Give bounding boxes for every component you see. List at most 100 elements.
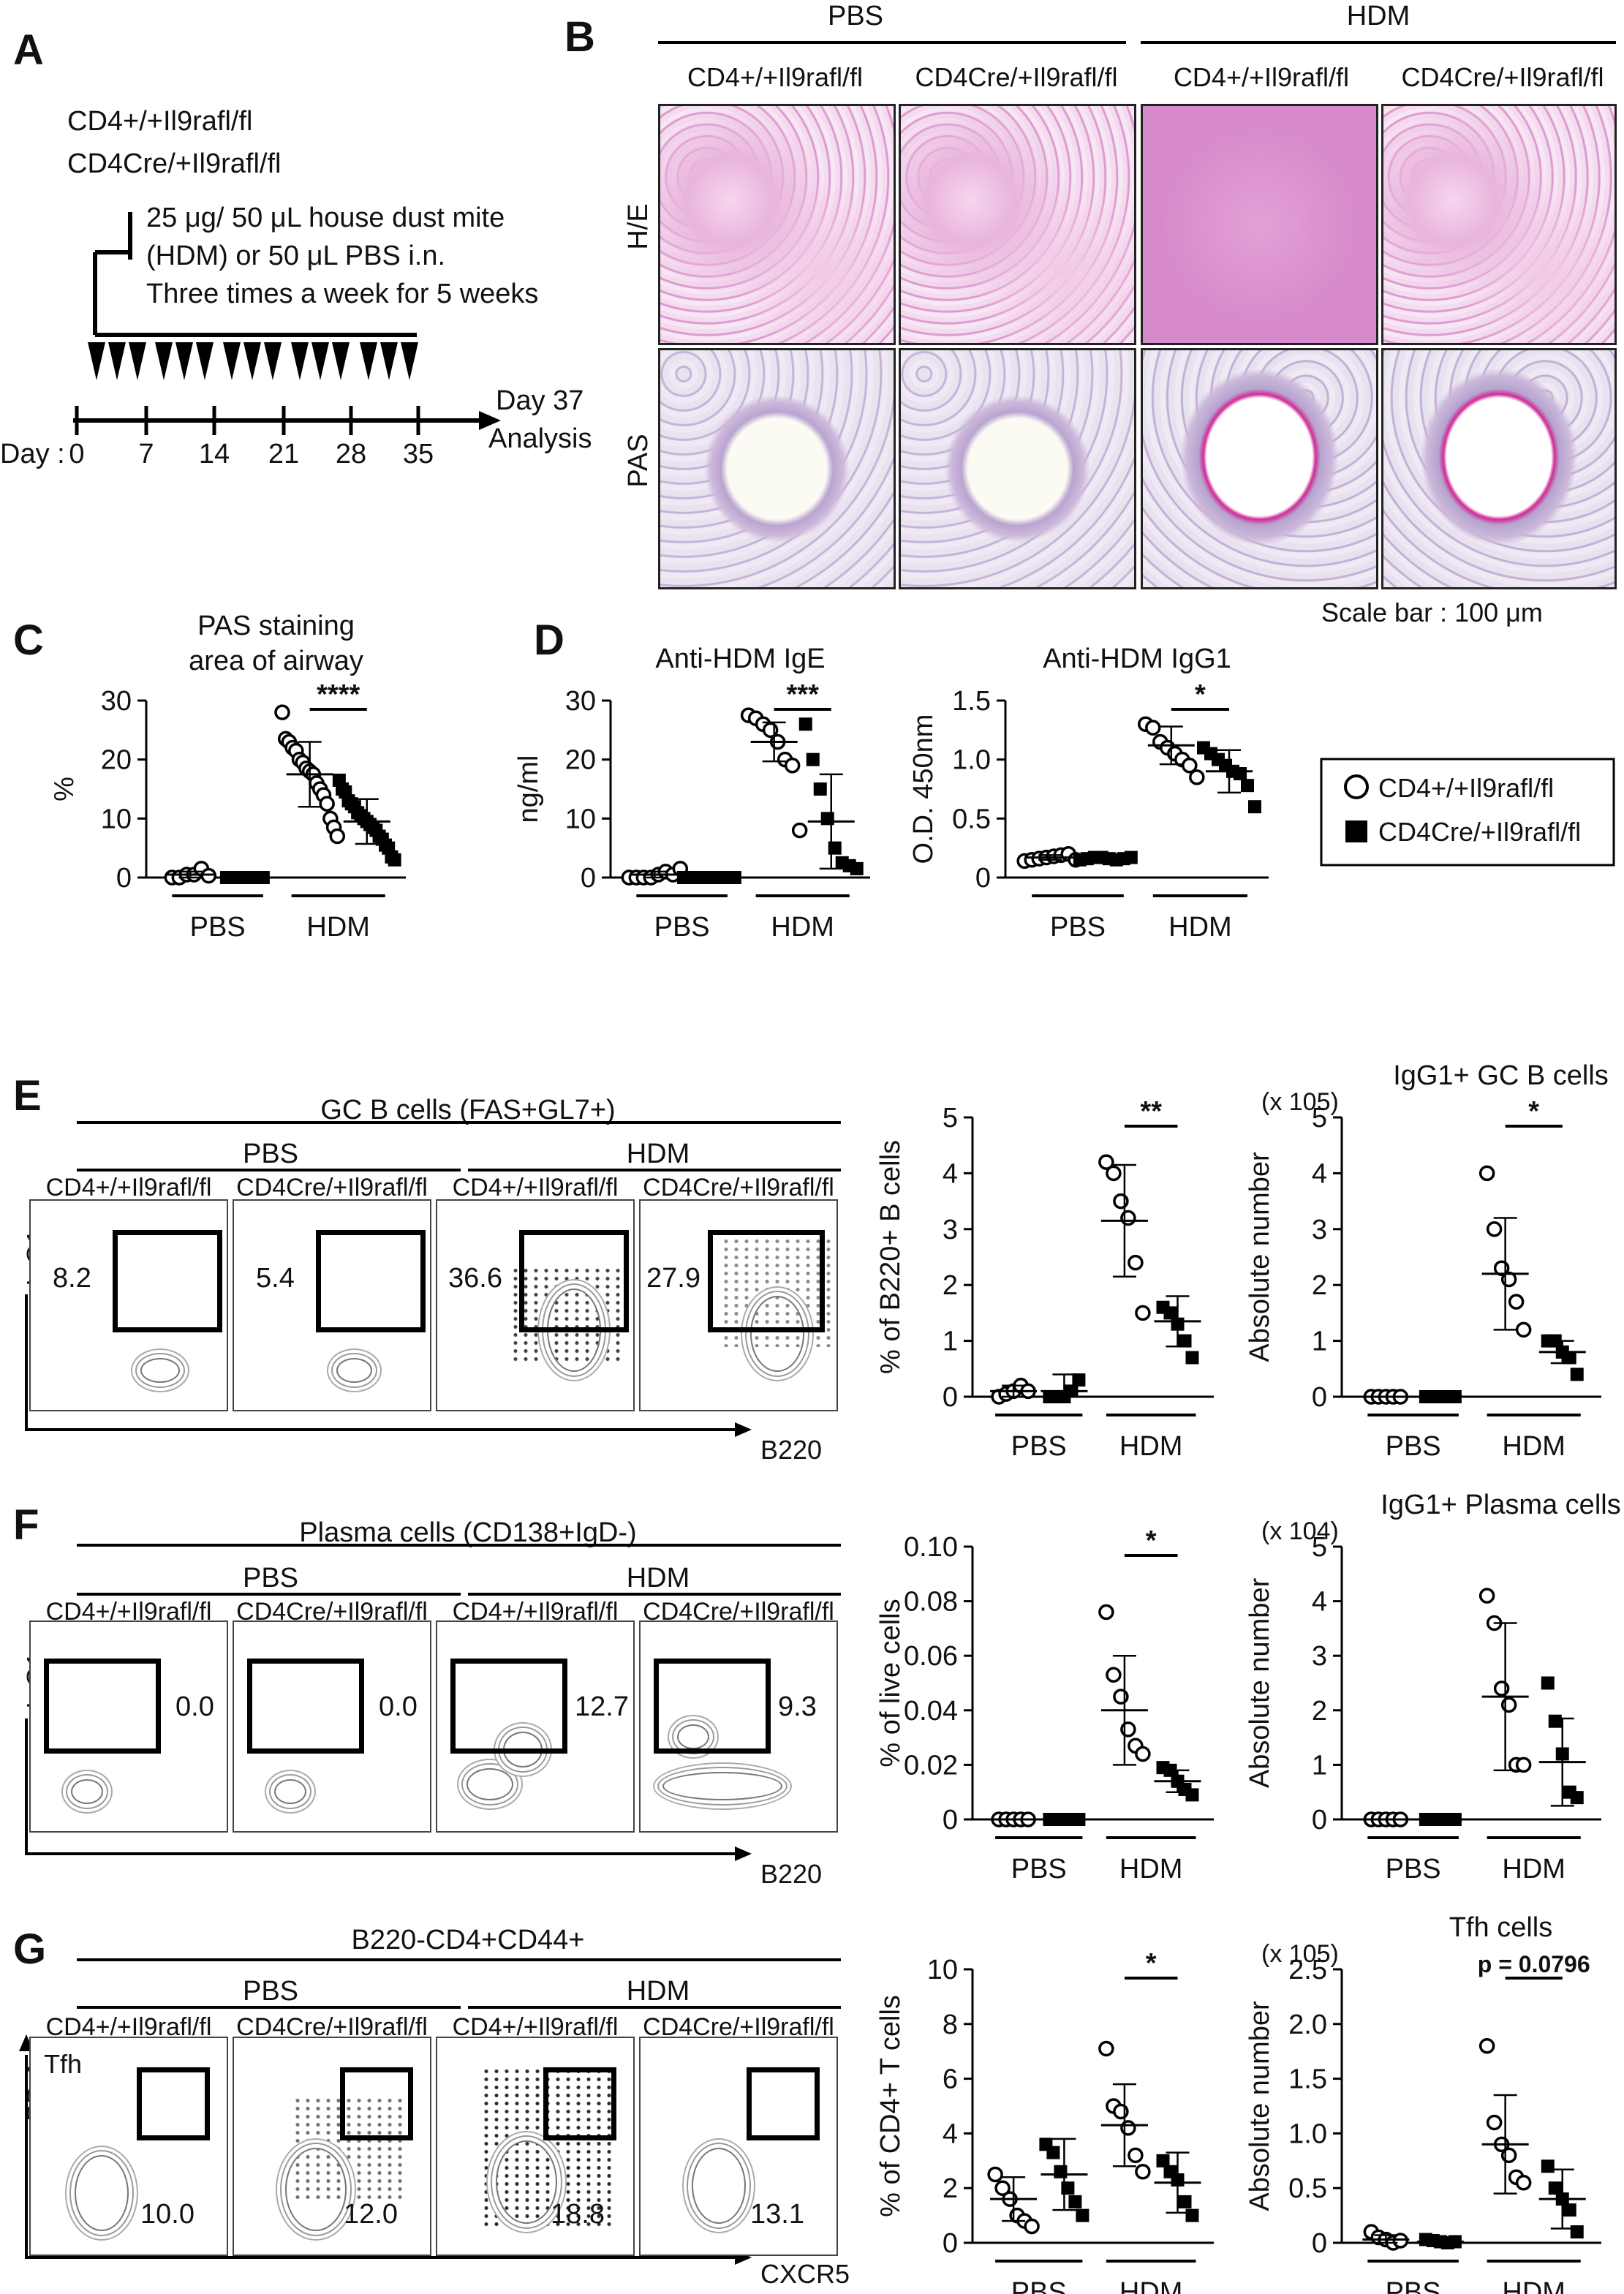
data-point-filled-square	[1076, 2208, 1089, 2222]
data-point-open-circle	[994, 2180, 1011, 2196]
data-point-open-circle	[1106, 1667, 1122, 1683]
injection-arrowhead	[88, 342, 105, 380]
b-col-4: CD4Cre/+Il9rafl/fl	[1401, 62, 1604, 92]
data-point-open-circle	[1106, 1165, 1122, 1182]
gcb-plot-1: 8.2	[29, 1199, 228, 1411]
data-point-filled-square	[1061, 2181, 1075, 2195]
y-tick-label: 0	[943, 1805, 958, 1835]
y-tick-label: 6	[943, 2064, 958, 2095]
legend-filled-square-icon	[1345, 820, 1367, 842]
flow-genotype-label: CD4+/+Il9rafl/fl	[46, 1174, 212, 1201]
y-tick-label: 4	[1312, 1158, 1327, 1189]
day-tick-label: 21	[268, 439, 299, 469]
day-tick-label: 7	[138, 439, 154, 469]
injection-arrowhead	[223, 342, 241, 380]
data-point-filled-square	[820, 812, 834, 826]
data-point-open-circle	[1113, 1689, 1129, 1705]
genotype-wt-label: CD4+/+Il9rafl/fl	[67, 106, 252, 137]
y-tick-label: 3	[1312, 1641, 1327, 1672]
pas-hdm-cre-image	[1381, 348, 1617, 589]
injection-arrowhead	[332, 342, 350, 380]
data-point-open-circle	[1113, 2103, 1129, 2120]
y-axis-label: Absolute number	[1245, 1152, 1275, 1362]
y-tick-label: 2.5	[1288, 1955, 1327, 1985]
analysis-label: Analysis	[488, 423, 592, 454]
gcb-plot-4: 27.9	[639, 1199, 838, 1411]
y-tick-label: 4	[943, 2118, 958, 2149]
plasma-value-3: 12.7	[575, 1691, 629, 1722]
tfh-value-2: 12.0	[344, 2199, 398, 2230]
group-label: PBS	[1386, 1431, 1441, 1462]
injection-arrowhead	[155, 342, 173, 380]
y-axis-label: %	[49, 777, 80, 801]
panel-letter-d: D	[534, 616, 564, 664]
tfh-plot-1: Tfh 10.0	[29, 2037, 228, 2256]
pas-hdm-wt-image	[1141, 348, 1378, 589]
flow-genotype-label: CD4+/+Il9rafl/fl	[453, 1174, 619, 1201]
y-tick-label: 1	[1312, 1750, 1327, 1781]
data-point-open-circle	[319, 796, 335, 812]
pas-pbs-cre-image	[899, 348, 1136, 589]
data-point-filled-square	[1068, 2195, 1082, 2208]
y-tick-label: 0.10	[904, 1532, 958, 1563]
injection-arrowhead	[311, 342, 329, 380]
protocol-line-3: Three times a week for 5 weeks	[146, 279, 538, 309]
data-point-open-circle	[1515, 2174, 1532, 2191]
group-label: HDM	[1168, 912, 1232, 943]
y-tick-label: 0.5	[1288, 2173, 1327, 2204]
y-tick-label: 0	[116, 863, 132, 894]
flow-genotype-label: CD4Cre/+Il9rafl/fl	[643, 2013, 834, 2041]
y-tick-label: 0	[1312, 1382, 1327, 1413]
protocol-line-2: (HDM) or 50 μL PBS i.n.	[146, 241, 445, 271]
y-axis-label: % of CD4+ T cells	[875, 1995, 906, 2217]
tfh-plot-4: 13.1	[639, 2037, 838, 2256]
y-tick-label: 1.0	[952, 745, 991, 776]
y-tick-label: 0.02	[904, 1750, 958, 1781]
y-tick-label: 10	[101, 804, 132, 834]
chart-title: IgG1+ GC B cells	[1393, 1060, 1609, 1091]
plasma-value-4: 9.3	[778, 1691, 817, 1722]
chart-title: Anti-HDM IgG1	[1043, 644, 1231, 674]
group-label: PBS	[1386, 2277, 1441, 2294]
data-point-filled-square	[1241, 779, 1254, 793]
tfh-value-3: 18.8	[551, 2199, 605, 2230]
y-tick-label: 1.5	[952, 686, 991, 717]
panel-letter-b: B	[564, 13, 595, 61]
axis-unit: (x 104)	[1261, 1517, 1339, 1545]
y-axis-label: % of live cells	[875, 1599, 906, 1767]
y-tick-label: 2	[1312, 1270, 1327, 1301]
y-tick-label: 0.5	[952, 804, 991, 834]
tfh-x-axis: CXCR5	[760, 2259, 850, 2289]
y-tick-label: 0	[943, 1382, 958, 1413]
group-label: PBS	[1011, 1431, 1067, 1462]
data-point-filled-square	[1185, 2208, 1199, 2222]
day-prefix: Day :	[0, 439, 65, 469]
y-axis-label: ng/ml	[513, 755, 544, 823]
y-tick-label: 1.0	[1288, 2118, 1327, 2149]
group-label: HDM	[1502, 2277, 1566, 2294]
chart-title: Tfh cells	[1449, 1912, 1552, 1943]
group-label: HDM	[1502, 1854, 1566, 1884]
plasma-value-1: 0.0	[175, 1691, 214, 1722]
axis-unit: (x 105)	[1261, 1940, 1339, 1968]
data-point-filled-square	[798, 717, 812, 731]
b-row-pas: PAS	[623, 434, 654, 487]
y-tick-label: 30	[101, 686, 132, 717]
y-tick-label: 3	[1312, 1215, 1327, 1245]
tfh-plot-2: 12.0	[233, 2037, 431, 2256]
flow-group-pbs: PBS	[243, 1976, 298, 2007]
data-point-open-circle	[1098, 1154, 1114, 1170]
data-point-filled-square	[1548, 2181, 1562, 2195]
injection-arrowhead	[380, 342, 398, 380]
y-tick-label: 10	[565, 804, 596, 834]
genotype-cre-label: CD4Cre/+Il9rafl/fl	[67, 148, 281, 179]
plasma-title: Plasma cells (CD138+IgD-)	[299, 1517, 636, 1548]
flow-group-hdm: HDM	[627, 1976, 690, 2007]
data-point-filled-square	[1054, 2165, 1068, 2178]
title-line: PAS staining	[197, 611, 355, 641]
